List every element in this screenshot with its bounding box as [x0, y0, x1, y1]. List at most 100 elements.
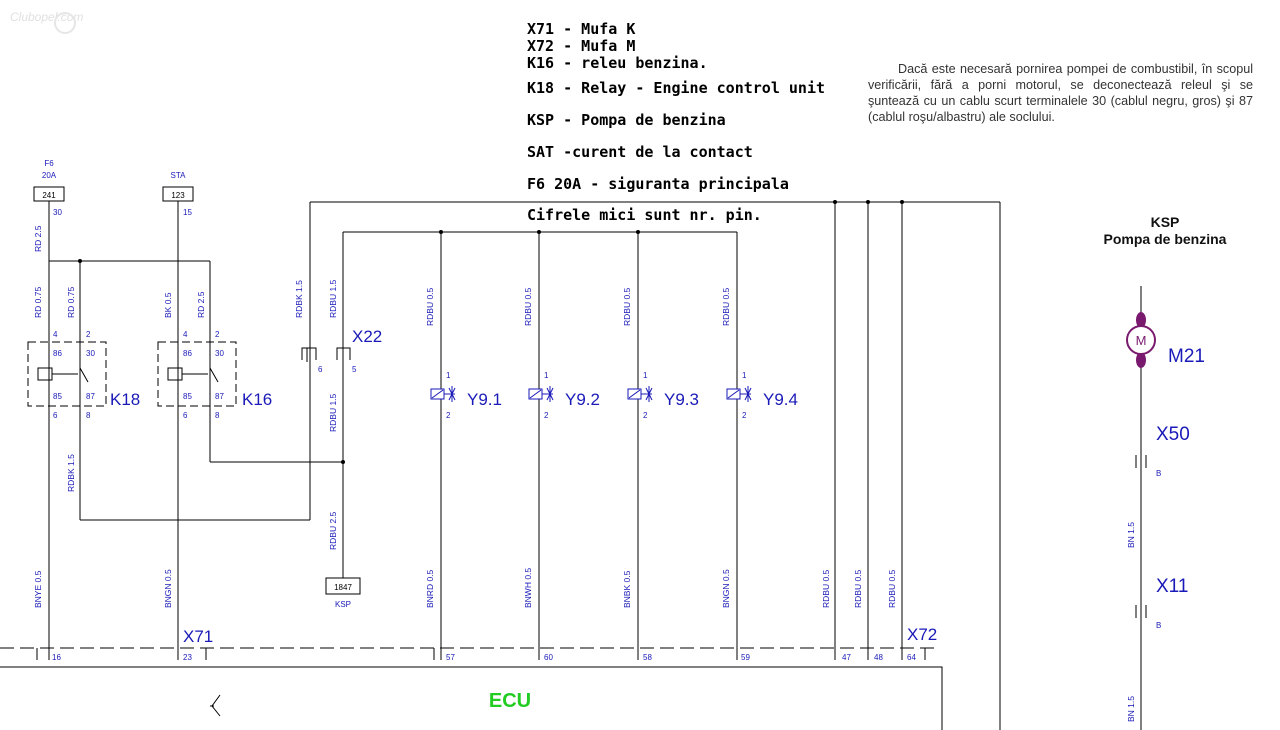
x72-pin: 64 [907, 653, 916, 662]
fuse-rating: 20A [42, 171, 57, 180]
k16-pin: 87 [215, 392, 224, 401]
wire-label: RDBU 0.5 [853, 569, 863, 608]
ecu-label: ECU [489, 690, 531, 712]
injector-coil-diag [628, 389, 641, 399]
sta-pin: 15 [183, 208, 192, 217]
x72-pin: 57 [446, 653, 455, 662]
injector-pin: 1 [544, 371, 549, 380]
injector-label: Y9.1 [467, 390, 502, 409]
injector-pin: 2 [544, 411, 549, 420]
k18-pin: 4 [53, 330, 58, 339]
injector-pin: 2 [742, 411, 747, 420]
wire-label: RDBK 1.5 [66, 454, 76, 492]
injector-pin: 2 [643, 411, 648, 420]
wire-label: BNRD 0.5 [425, 569, 435, 608]
k16-pin: 2 [215, 330, 220, 339]
injector-valve-icon [546, 386, 554, 402]
wire-label: RDBK 1.5 [294, 280, 304, 318]
wire-label: RD 0.75 [66, 287, 76, 318]
injector-pin: 1 [446, 371, 451, 380]
motor-symbol: M [1136, 333, 1147, 348]
x71-pin: 16 [52, 653, 61, 662]
injector-pin: 1 [742, 371, 747, 380]
legend-line: Cifrele mici sunt nr. pin. [527, 206, 762, 224]
wire-label: RDBU 0.5 [523, 287, 533, 326]
legend-line: K18 - Relay - Engine control unit [527, 79, 826, 97]
x22-pin: 5 [352, 365, 357, 374]
x72-pin: 58 [643, 653, 652, 662]
wire-label: RDBU 0.5 [425, 287, 435, 326]
wire-label: RDBU 1.5 [328, 279, 338, 318]
k18-pin: 2 [86, 330, 91, 339]
wire-label: RDBU 1.5 [328, 393, 338, 432]
k18-pin: 6 [53, 411, 58, 420]
x72-label: X72 [907, 625, 937, 644]
x11-label: X11 [1156, 576, 1188, 597]
k16-label: K16 [242, 390, 272, 409]
injector-coil-diag [431, 389, 444, 399]
k18-pin: 85 [53, 392, 62, 401]
instruction-note: Dacă este necesară pornirea pompei de co… [868, 62, 1253, 124]
x72-pin: 47 [842, 653, 851, 662]
k18-pin: 30 [86, 349, 95, 358]
wire-label: RDBU 0.5 [721, 287, 731, 326]
k16-pin: 30 [215, 349, 224, 358]
injector-valve-icon [744, 386, 752, 402]
injector-label: Y9.2 [565, 390, 600, 409]
k18-pin: 8 [86, 411, 91, 420]
legend-line: SAT -curent de la contact [527, 143, 753, 161]
wire-label: BNGN 0.5 [721, 569, 731, 608]
injector-valve-icon [448, 386, 456, 402]
wire-label: BNGN 0.5 [163, 569, 173, 608]
wire-label: RDBU 0.5 [821, 569, 831, 608]
injector-valve-icon [645, 386, 653, 402]
injector-label: Y9.4 [763, 390, 798, 409]
x72-pin: 60 [544, 653, 553, 662]
legend-line: KSP - Pompa de benzina [527, 111, 726, 129]
legend-line: X72 - Mufa M [527, 37, 636, 55]
x22-pin: 6 [318, 365, 323, 374]
injector-label: Y9.3 [664, 390, 699, 409]
fuse-name: F6 [44, 159, 54, 168]
opel-logo-icon [54, 12, 76, 34]
ksp-title-desc: Pompa de benzina [1103, 231, 1227, 247]
wire-label: RD 0.75 [33, 287, 43, 318]
x72-pin: 48 [874, 653, 883, 662]
x11-pin: B [1156, 621, 1161, 630]
k16-pin: 4 [183, 330, 188, 339]
wire-label: BNWH 0.5 [523, 568, 533, 608]
k16-pin: 6 [183, 411, 188, 420]
k16-pin: 8 [215, 411, 220, 420]
k18-pin: 86 [53, 349, 62, 358]
x71-pin: 23 [183, 653, 192, 662]
wire-label: BN 1.5 [1126, 522, 1136, 548]
injector-pin: 1 [643, 371, 648, 380]
ksp-title-name: KSP [1150, 214, 1180, 230]
motor-label: M21 [1168, 346, 1205, 367]
wire-label: RD 2.5 [33, 225, 43, 252]
legend-line: F6 20A - siguranta principala [527, 175, 789, 193]
sta-name: STA [171, 171, 187, 180]
x50-pin: B [1156, 469, 1161, 478]
wire-label: BN 1.5 [1126, 696, 1136, 722]
k18-label: K18 [110, 390, 140, 409]
fuse-pin: 30 [53, 208, 62, 217]
fuel-pump-motor-icon: M [1126, 312, 1156, 368]
ksp-box-number: 1847 [334, 583, 352, 592]
wire-label: BK 0.5 [163, 292, 173, 318]
legend-line: K16 - releu benzina. [527, 54, 708, 72]
x50-label: X50 [1156, 424, 1190, 445]
k16-pin: 86 [183, 349, 192, 358]
sta-box-number: 123 [171, 191, 185, 200]
wire-label: RD 2.5 [196, 291, 206, 318]
injector-coil-diag [727, 389, 740, 399]
ksp-title: KSP Pompa de benzina [1080, 214, 1250, 248]
wire-label: RDBU 2.5 [328, 511, 338, 550]
x71-label: X71 [183, 627, 213, 646]
legend-line: X71 - Mufa K [527, 20, 636, 38]
wire-label: BNYE 0.5 [33, 570, 43, 608]
k16-pin: 85 [183, 392, 192, 401]
x22-label: X22 [352, 327, 382, 346]
